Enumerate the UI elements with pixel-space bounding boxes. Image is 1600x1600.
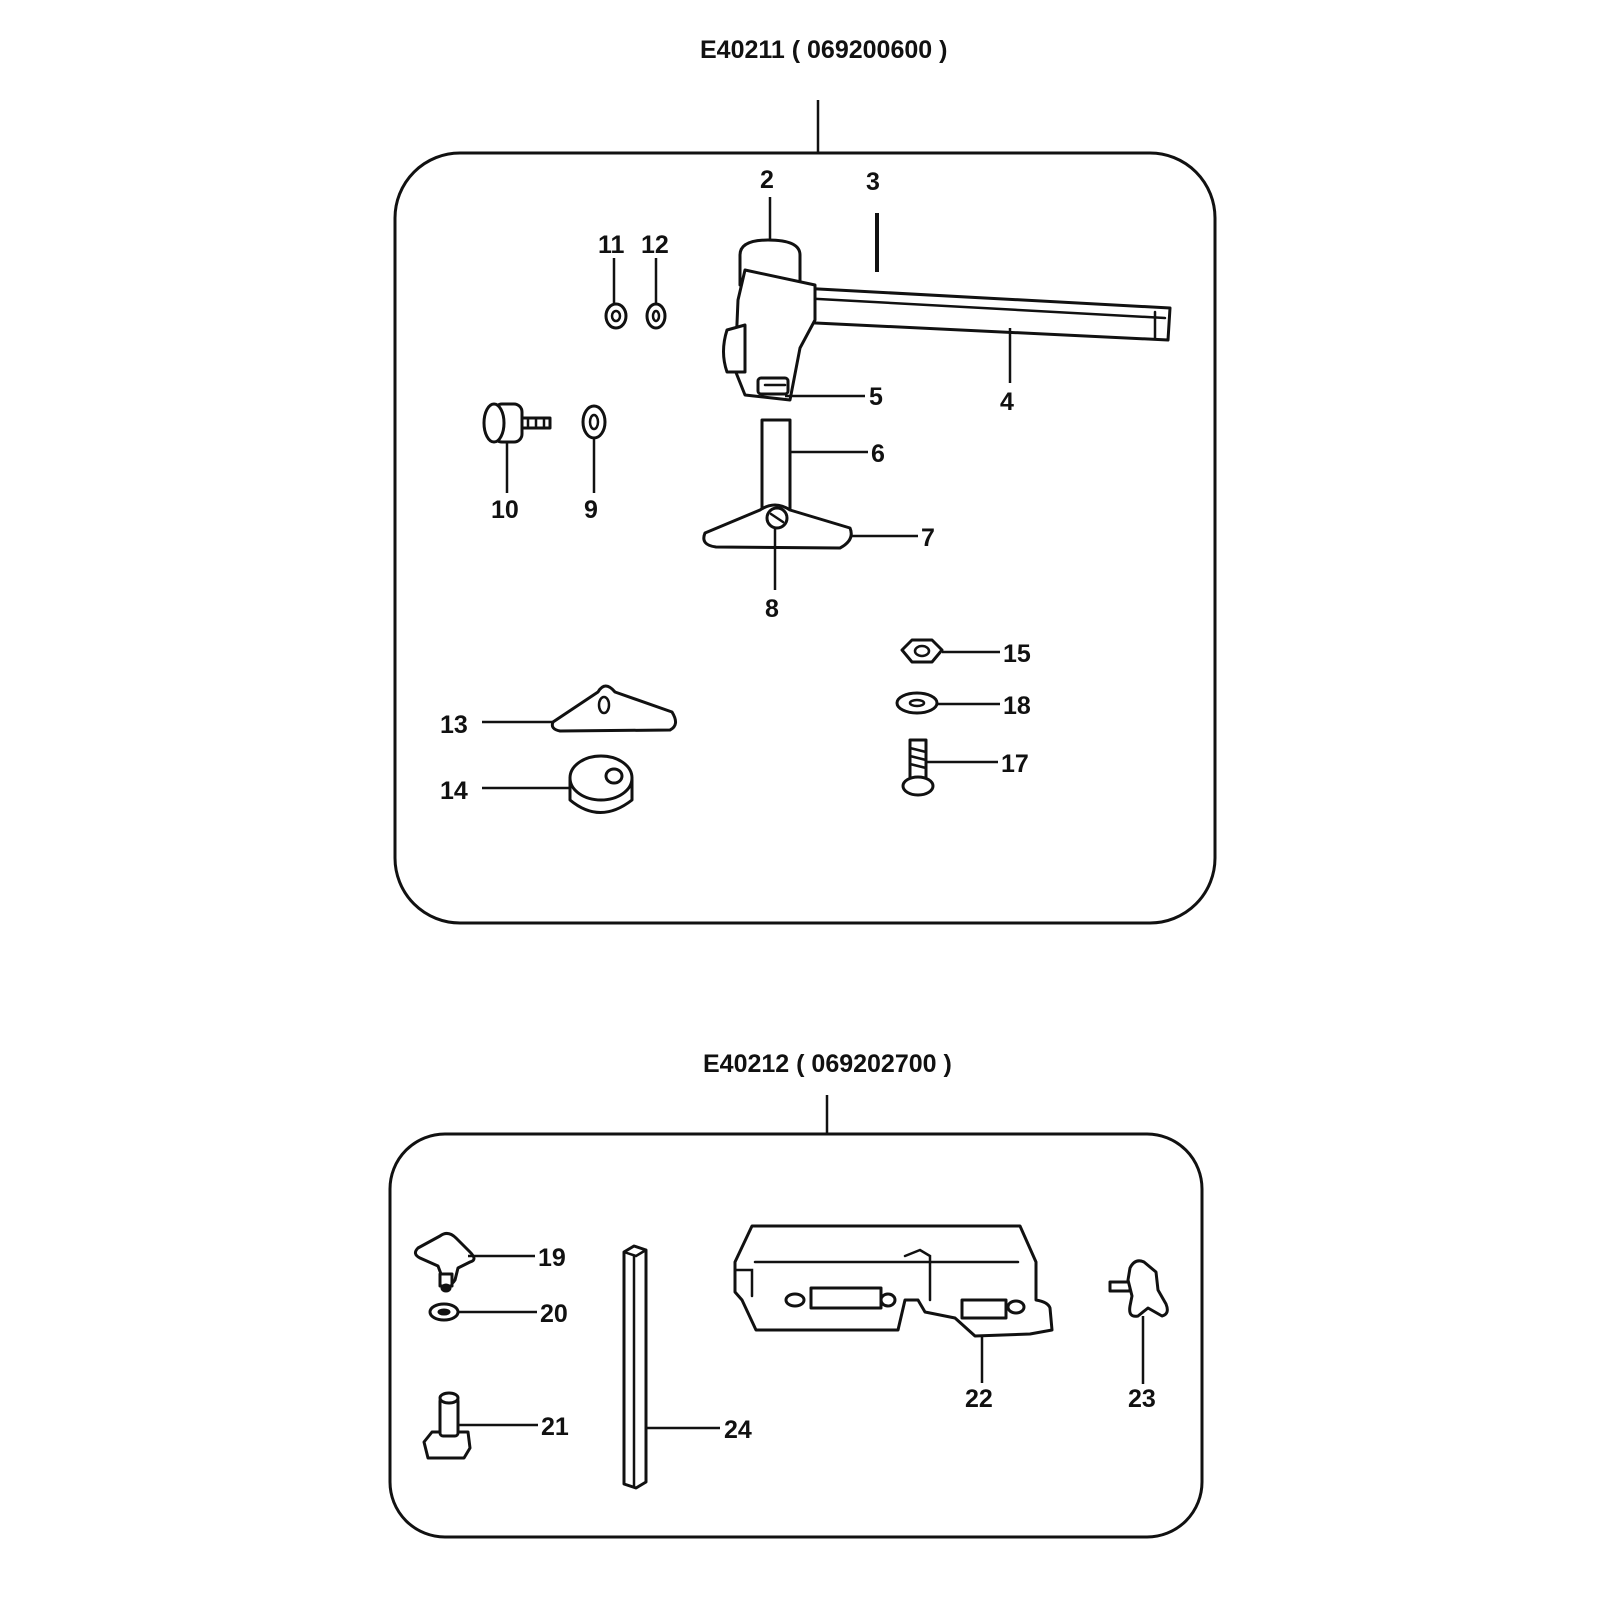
washer-part-20 xyxy=(428,1302,460,1322)
set-screw-part xyxy=(765,506,789,530)
spacer-part xyxy=(568,754,634,814)
callout-22: 22 xyxy=(965,1385,993,1413)
callout-19: 19 xyxy=(538,1244,566,1272)
callout-15: 15 xyxy=(1003,640,1031,668)
callout-14: 14 xyxy=(440,777,468,805)
small-nut-part-11 xyxy=(604,302,628,330)
callout-20: 20 xyxy=(540,1300,568,1328)
callout-5: 5 xyxy=(869,383,883,411)
callout-21: 21 xyxy=(541,1413,569,1441)
assembly-e40211: 2 3 4 5 6 7 8 9 10 11 12 13 14 15 17 18 xyxy=(393,100,1217,925)
assembly-title-e40212: E40212 ( 069202700 ) xyxy=(703,1050,952,1078)
callout-13: 13 xyxy=(440,711,468,739)
callout-11: 11 xyxy=(598,231,625,259)
callout-23: 23 xyxy=(1128,1385,1156,1413)
callout-6: 6 xyxy=(871,440,885,468)
callout-3: 3 xyxy=(866,168,880,196)
assembly-title-e40211: E40211 ( 069200600 ) xyxy=(700,36,948,64)
star-knob-part-23 xyxy=(1108,1259,1169,1318)
washer-part-18 xyxy=(895,691,939,715)
thumb-screw-part xyxy=(482,402,552,444)
callout-9: 9 xyxy=(584,496,598,524)
washer-part-9 xyxy=(581,404,607,440)
assembly-frame-bottom xyxy=(388,1132,1204,1539)
callout-12: 12 xyxy=(641,231,669,259)
callout-7: 7 xyxy=(921,524,935,552)
assembly-e40212: 19 20 21 22 23 24 xyxy=(388,1095,1204,1539)
callout-18: 18 xyxy=(1003,692,1031,720)
assembly-frame-top xyxy=(393,151,1217,925)
star-knob-part-19 xyxy=(413,1231,476,1293)
long-bar-part xyxy=(622,1244,648,1490)
callout-2: 2 xyxy=(760,166,774,194)
callout-4: 4 xyxy=(1000,388,1014,416)
callout-10: 10 xyxy=(491,496,519,524)
rip-fence-head-part xyxy=(722,238,1172,402)
clamp-plate-hole xyxy=(597,695,611,715)
t-bolt-part xyxy=(422,1391,472,1460)
carriage-block-part xyxy=(733,1224,1054,1338)
callout-8: 8 xyxy=(765,595,779,623)
callout-24: 24 xyxy=(724,1416,752,1444)
clamp-plate-part xyxy=(550,684,677,733)
small-nut-part-12 xyxy=(645,302,667,330)
hex-nut-part xyxy=(900,638,944,664)
callout-17: 17 xyxy=(1001,750,1029,778)
bolt-part xyxy=(901,738,935,797)
